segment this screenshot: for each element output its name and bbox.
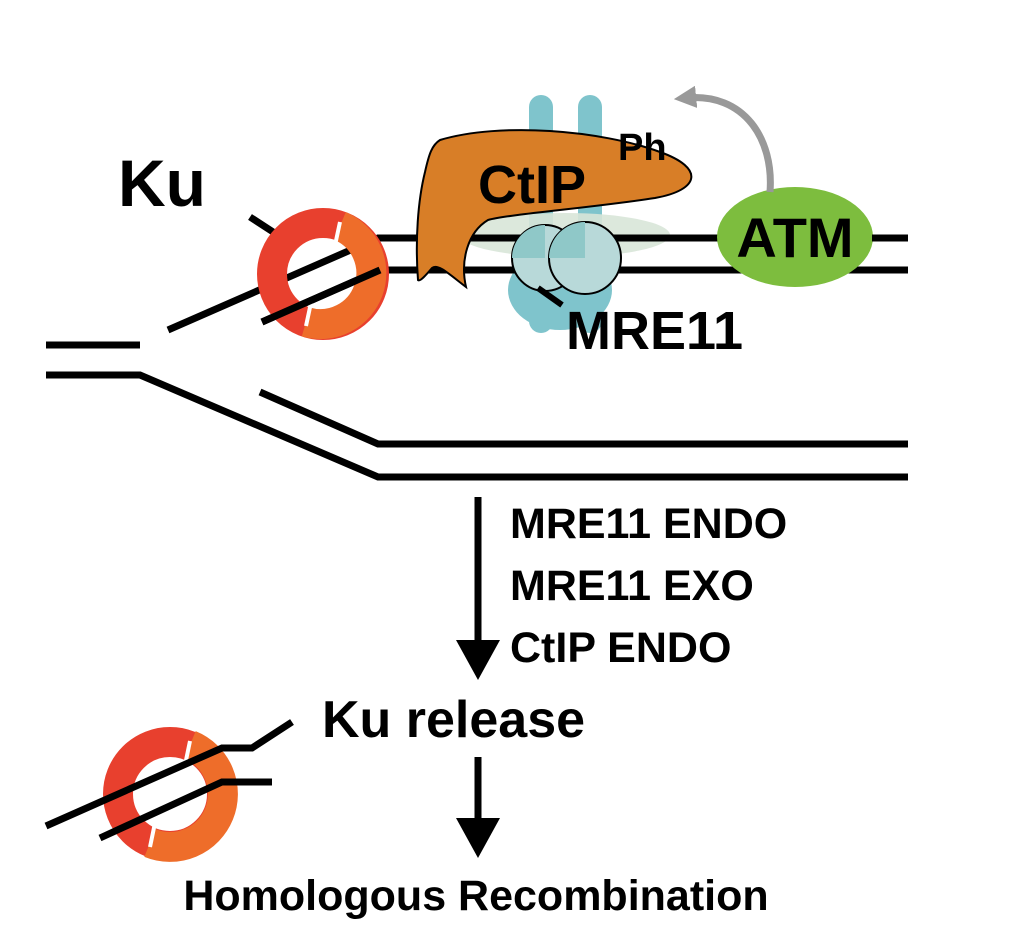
outcome-label: Homologous Recombination bbox=[183, 872, 768, 920]
ku-label: Ku bbox=[118, 146, 206, 220]
step-mre11-endo: MRE11 ENDO bbox=[510, 500, 787, 548]
phospho-label: Ph bbox=[618, 127, 667, 169]
step-mre11-exo: MRE11 EXO bbox=[510, 562, 754, 610]
ku-release-label: Ku release bbox=[322, 691, 585, 749]
ku-ring-icon bbox=[248, 208, 389, 340]
atm-label: ATM bbox=[736, 206, 853, 269]
step-ctip-endo: CtIP ENDO bbox=[510, 624, 731, 672]
atm-blob bbox=[717, 187, 873, 287]
dna-arm-lower bbox=[46, 341, 908, 481]
ctip-label: CtIP bbox=[478, 155, 586, 215]
down-arrow-icon bbox=[456, 497, 500, 680]
released-ku-icon bbox=[44, 719, 294, 862]
ctip-shape bbox=[415, 129, 693, 290]
mre11-label: MRE11 bbox=[566, 301, 743, 361]
down-arrow-icon-2 bbox=[456, 757, 500, 858]
dna-ends-right bbox=[872, 234, 908, 274]
phosphorylation-arrow bbox=[673, 85, 774, 193]
mre11-dimer-icon bbox=[511, 221, 622, 308]
